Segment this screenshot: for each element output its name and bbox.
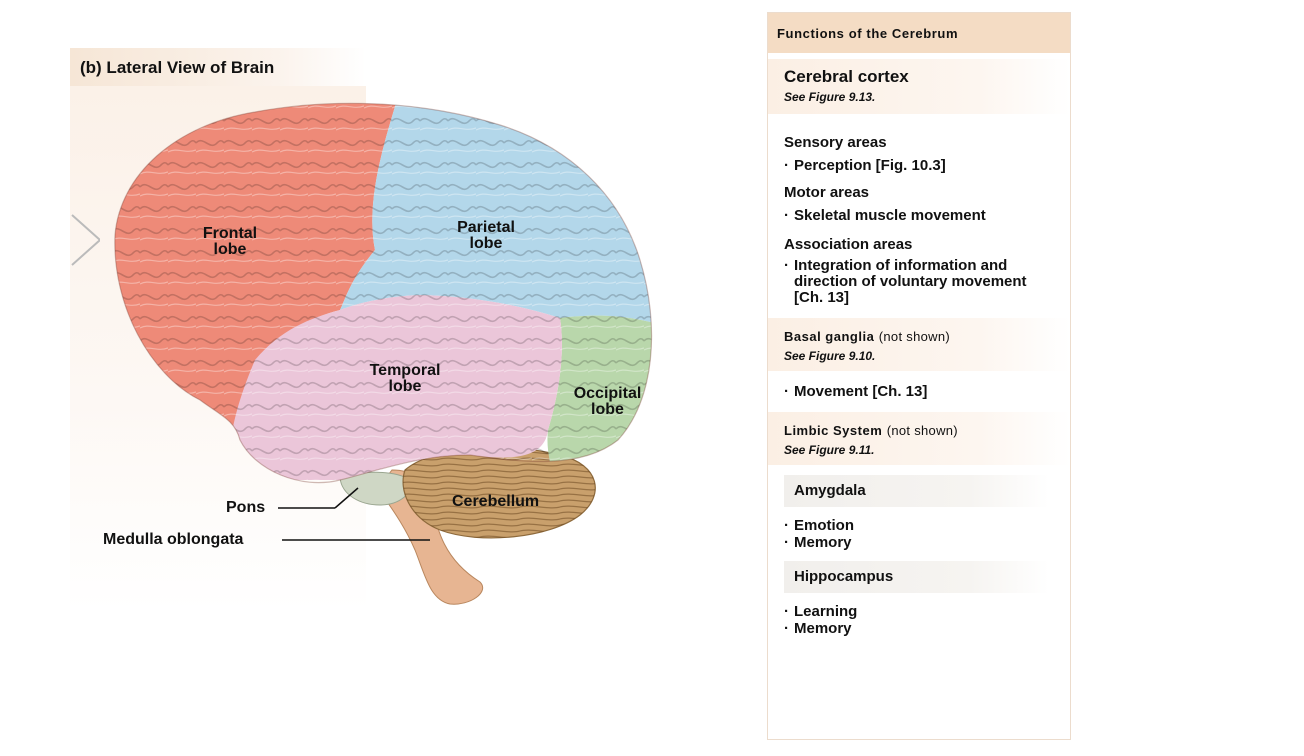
label-medulla-oblongata: Medulla oblongata	[103, 531, 244, 548]
limbic-title: Limbic System	[784, 423, 883, 438]
figure-title: (b) Lateral View of Brain	[80, 58, 275, 77]
list-item: ·Movement [Ch. 13]	[784, 383, 928, 400]
list-item: ·Memory	[784, 534, 852, 551]
limbic-ref: See Figure 9.11.	[784, 443, 875, 457]
figure-title-bar	[70, 48, 366, 86]
label-pons: Pons	[226, 499, 266, 516]
brain-illustration	[114, 102, 653, 605]
chevron-pointer-icon	[71, 214, 100, 266]
association-areas-label: Association areas	[784, 236, 913, 253]
list-item: ·Perception [Fig. 10.3]	[784, 157, 946, 174]
amygdala-subheader: Amygdala	[784, 475, 1049, 507]
motor-areas-label: Motor areas	[784, 184, 870, 201]
list-item: ·Learning	[784, 603, 858, 620]
hippocampus-subheader: Hippocampus	[784, 561, 1049, 593]
label-parietal-lobe: Parietal lobe	[457, 219, 515, 252]
basal-ganglia-note: (not shown)	[878, 329, 950, 344]
limbic-section-header: Limbic System (not shown) See Figure 9.1…	[768, 412, 1070, 465]
label-temporal-lobe: Temporal lobe	[369, 362, 441, 395]
functions-table: Functions of the Cerebrum Cerebral corte…	[767, 12, 1071, 740]
list-item: ·Skeletal muscle movement	[784, 207, 986, 224]
list-item: ·Memory	[784, 620, 852, 637]
basal-ganglia-section-header: Basal ganglia (not shown) See Figure 9.1…	[768, 318, 1070, 371]
limbic-note: (not shown)	[886, 423, 958, 438]
sensory-areas-label: Sensory areas	[784, 134, 887, 151]
list-item: ·Emotion	[784, 517, 854, 534]
label-frontal-lobe: Frontal lobe	[202, 225, 258, 258]
cortex-section-header: Cerebral cortex See Figure 9.13.	[768, 59, 1070, 114]
basal-ganglia-ref: See Figure 9.10.	[784, 349, 876, 363]
table-header: Functions of the Cerebrum	[768, 13, 1070, 53]
cortex-title: Cerebral cortex	[784, 67, 909, 86]
label-cerebellum: Cerebellum	[452, 493, 540, 510]
basal-ganglia-title: Basal ganglia	[784, 329, 875, 344]
label-occipital-lobe: Occipital lobe	[573, 385, 642, 418]
cortex-ref: See Figure 9.13.	[784, 90, 876, 104]
list-item: ·Integration of information and directio…	[784, 257, 1027, 306]
